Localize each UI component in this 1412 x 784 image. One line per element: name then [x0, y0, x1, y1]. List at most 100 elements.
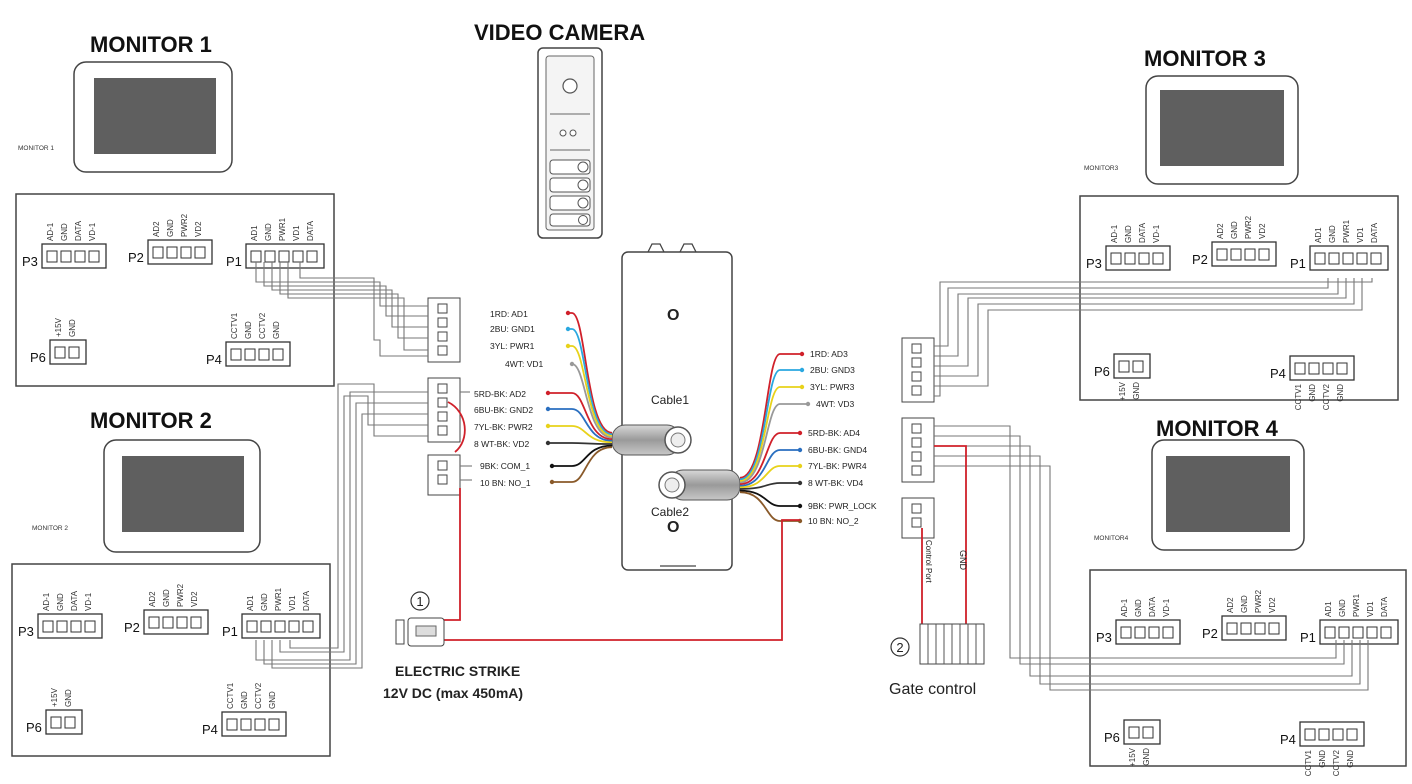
board1-p1-pin-label: VD1: [292, 225, 301, 241]
cable2-wire-4-label: 4WT: VD3: [816, 399, 855, 409]
fan1-wire-end: [545, 423, 551, 429]
board4-p3-port-label: P3: [1096, 630, 1112, 645]
cable1-wire-6-label: 6BU-BK: GND2: [474, 405, 533, 415]
fan2-wire-end: [797, 503, 803, 509]
gate-control-port-label: Control Port: [924, 540, 933, 583]
fan1-wire-end: [549, 479, 555, 485]
fan2-wire: [739, 369, 802, 481]
fan1-wire: [568, 312, 613, 434]
board1-p6-port-label: P6: [30, 350, 46, 365]
monitor-2-small-label: MONITOR 2: [32, 525, 68, 532]
fan2-wire: [739, 491, 800, 522]
board1-p3-port-label: P3: [22, 254, 38, 269]
board4-p6-pin-label: GND: [1142, 748, 1151, 766]
cable2-wire-1-label: 1RD: AD3: [810, 349, 848, 359]
board1-p3-pin-label: VD-1: [88, 222, 97, 241]
strike-number: 1: [416, 594, 423, 609]
board1-p4-pin-label: GND: [272, 321, 281, 339]
fan2-wire: [739, 482, 800, 490]
board1-p1-pin-label: PWR1: [278, 217, 287, 241]
camera-lens-icon: [562, 78, 578, 94]
fan2-wire: [739, 489, 800, 507]
fan1-wire: [552, 444, 613, 467]
fan2-wire-end: [799, 384, 805, 390]
board2-p6-pin-label: GND: [64, 689, 73, 707]
board4-p6-pin-label: +15V: [1128, 747, 1137, 767]
fan2-wire: [739, 353, 802, 479]
board3-p4-pin-label: CCTV1: [1294, 383, 1303, 410]
call-buttons: [549, 159, 591, 227]
board3-p3-pin-label: GND: [1124, 225, 1133, 243]
cable2-wire-labels: 1RD: AD3 2BU: GND3 3YL: PWR3 4WT: VD3 5R…: [808, 349, 877, 526]
cable1-wire-1-label: 1RD: AD1: [490, 309, 528, 319]
board3-p6-pin-label: +15V: [1118, 381, 1127, 401]
board2-p4-pin-label: GND: [268, 691, 277, 709]
cable1-wire-9-label: 9BK: COM_1: [480, 461, 530, 471]
fan2-wire: [739, 449, 800, 487]
board3-p4-port-label: P4: [1270, 366, 1286, 381]
board1-p3-pin-label: AD-1: [46, 222, 55, 241]
board4-p4-pin-label: CCTV1: [1304, 749, 1313, 776]
cable1-wire-10-label: 10 BN: NO_1: [480, 478, 531, 488]
board4-p3-pin-label: DATA: [1148, 596, 1157, 617]
board3-p6-pin-label: GND: [1132, 382, 1141, 400]
cable2-wire-7-label: 7YL-BK: PWR4: [808, 461, 867, 471]
board3-p4-pin-label: CCTV2: [1322, 383, 1331, 410]
board2-p1-pin-label: VD1: [288, 595, 297, 611]
fan1-wire-end: [549, 463, 555, 469]
board4-p1-pin-label: AD1: [1324, 601, 1333, 617]
cable1-bundle: [611, 424, 692, 456]
board4-p3-pin-label: AD-1: [1120, 598, 1129, 617]
board1-p2-pin-label: PWR2: [180, 213, 189, 237]
board4-p1-pin-label: GND: [1338, 599, 1347, 617]
camera-panel: [537, 47, 603, 239]
board3-p2-pin-label: AD2: [1216, 223, 1225, 239]
fan2-wire-end: [799, 367, 805, 373]
fan2-wire: [739, 432, 800, 486]
board3-p1-pin-label: AD1: [1314, 227, 1323, 243]
terminal-pins: [437, 303, 922, 528]
board3-p3-port-label: P3: [1086, 256, 1102, 271]
board1-p3-pin-label: GND: [60, 223, 69, 241]
board3-p2-pin-label: GND: [1230, 221, 1239, 239]
board3-p1-port-label: P1: [1290, 256, 1306, 271]
board2-p1-port-label: P1: [222, 624, 238, 639]
board4-p1-pin-label: PWR1: [1352, 593, 1361, 617]
electric-strike: 1 ELECTRIC STRIKE 12V DC (max 450mA): [383, 591, 523, 701]
monitor-4-title: MONITOR 4: [1156, 416, 1279, 441]
board2-p4-pin-label: CCTV1: [226, 682, 235, 709]
cable1-wire-7-label: 7YL-BK: PWR2: [474, 422, 533, 432]
monitor-2-device: MONITOR 2: [32, 439, 261, 553]
board1-p1-pin-label: GND: [264, 223, 273, 241]
board1-p6-pin-label: GND: [68, 319, 77, 337]
fan1-wire-end: [565, 343, 571, 349]
board2-p3-pin-label: AD-1: [42, 592, 51, 611]
cable2-wire-8-label: 8 WT-BK: VD4: [808, 478, 864, 488]
board2-p1-pin-label: PWR1: [274, 587, 283, 611]
board2-p1-pin-label: GND: [260, 593, 269, 611]
board2-p1-pin-label: DATA: [302, 590, 311, 611]
fan1-wire: [548, 392, 613, 441]
board2-p2-pin-label: PWR2: [176, 583, 185, 607]
fan1-wire-end: [565, 310, 571, 316]
board3-p6-port-label: P6: [1094, 364, 1110, 379]
board2-p3-pin-label: VD-1: [84, 592, 93, 611]
board3-p1-pin-label: GND: [1328, 225, 1337, 243]
unit-mark-top: O: [667, 307, 679, 324]
board1-p2-pin-label: VD2: [194, 221, 203, 237]
monitor-1-title: MONITOR 1: [90, 32, 212, 57]
cable2-wire-2-label: 2BU: GND3: [810, 365, 855, 375]
cable2-wire-fan: [739, 351, 811, 524]
